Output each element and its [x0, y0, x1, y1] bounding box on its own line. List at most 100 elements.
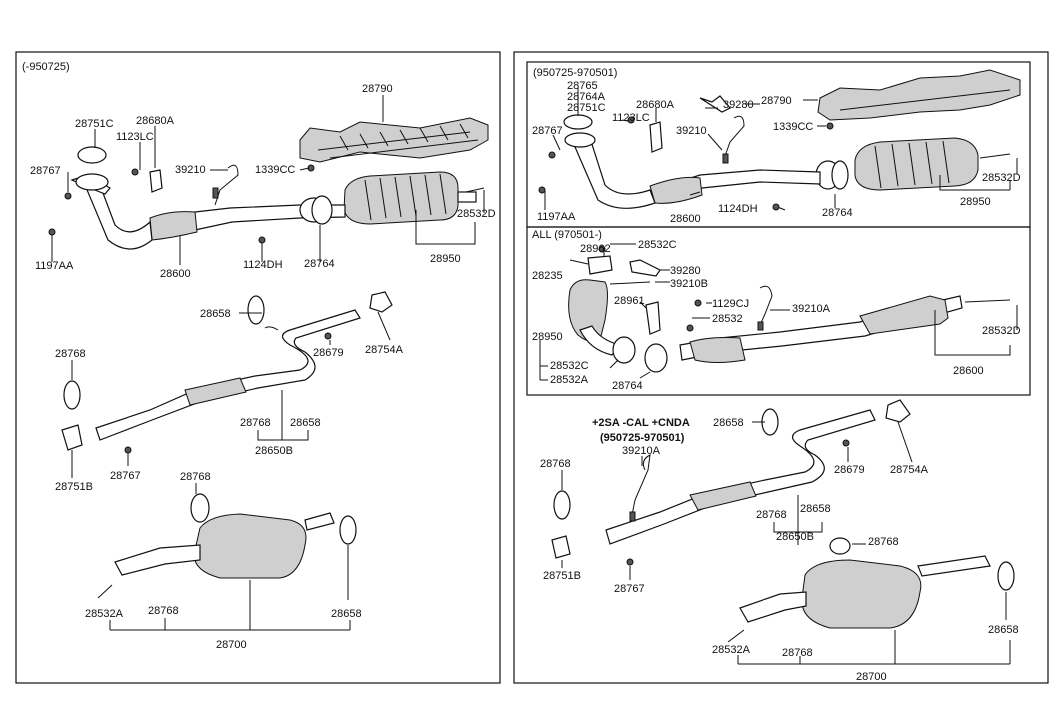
muffler-2 [739, 555, 991, 629]
part-label: 28532D [982, 172, 1021, 184]
part-label: 28790 [761, 95, 792, 107]
part-label: 1123LC [116, 131, 154, 143]
upper-assembly [563, 69, 1021, 209]
part-label: 28751B [55, 481, 93, 493]
part-label: 28768 [782, 647, 813, 659]
lower-sub-box [526, 226, 1031, 396]
part-label: 28962 [580, 243, 611, 255]
bolt-icon [64, 192, 72, 200]
part-label: 39210A [792, 303, 831, 315]
bolt-icon [548, 151, 556, 159]
part-label: 28532 [712, 313, 743, 325]
part-label: 28768 [148, 605, 179, 617]
variant-note: +2SA -CAL +CNDA [592, 417, 690, 429]
part-label: 39210B [670, 278, 708, 290]
part-label: 28767 [614, 583, 645, 595]
part-label: 28764 [822, 207, 853, 219]
part-label: 28658 [290, 417, 321, 429]
part-label: 28700 [856, 671, 887, 683]
oxygen-sensor-wire [214, 164, 239, 206]
part-label: 28650B [255, 445, 293, 457]
center-pipe-2 [605, 409, 876, 545]
part-label: 1197AA [537, 211, 576, 223]
part-label: 28767 [110, 470, 141, 482]
part-label: 39210 [175, 164, 206, 176]
part-label: 28751C [75, 118, 114, 130]
part-label: 1124DH [243, 259, 283, 271]
part-label: 28650B [776, 531, 814, 543]
part-label: 28768 [240, 417, 271, 429]
part-label: 28767 [30, 165, 61, 177]
gasket-icon [369, 291, 393, 313]
part-label: 28767 [532, 125, 563, 137]
part-label: 28768 [540, 458, 571, 470]
nut-icon [826, 122, 834, 130]
hanger-icon [553, 490, 571, 520]
part-label: 28235 [532, 270, 563, 282]
bolt-icon [258, 236, 266, 244]
gasket-icon [77, 146, 107, 164]
front-pipe [70, 174, 346, 250]
part-label: 28764 [612, 380, 643, 392]
left-panel: (-950725) [15, 51, 501, 684]
lower-assembly [568, 255, 1011, 373]
part-label: 28658 [200, 308, 231, 320]
part-label: 28754A [365, 344, 404, 356]
nut-icon [324, 332, 332, 340]
part-label: 28764 [304, 258, 335, 270]
hanger-icon [247, 295, 265, 325]
right-panel: (950725-970501) ALL (970501-) [513, 51, 1049, 684]
part-label: 28658 [800, 503, 831, 515]
part-label: 28532D [982, 325, 1021, 337]
part-label: 28751C [567, 102, 606, 114]
hanger-icon [63, 380, 81, 410]
part-label: 28680A [636, 99, 675, 111]
part-label: 28658 [988, 624, 1019, 636]
part-label: 28679 [313, 347, 344, 359]
part-label: 28768 [55, 348, 86, 360]
part-label: 39280 [670, 265, 701, 277]
part-label: 1123LC [612, 112, 650, 124]
part-label: 28754A [890, 464, 929, 476]
heat-shield [299, 117, 489, 163]
bolt-icon [627, 116, 635, 124]
part-label: 28658 [713, 417, 744, 429]
bolt-icon [48, 228, 56, 236]
part-label: 28768 [180, 471, 211, 483]
part-label: 28700 [216, 639, 247, 651]
part-label: 28950 [430, 253, 461, 265]
part-label: 1339CC [255, 164, 295, 176]
part-label: 28658 [331, 608, 362, 620]
bolt-icon [694, 299, 702, 307]
part-label: 28600 [953, 365, 984, 377]
part-label: 39280 [723, 99, 754, 111]
variant-note-date: (950725-970501) [600, 432, 685, 444]
part-label: 39210A [622, 445, 661, 457]
part-label: 1339CC [773, 121, 813, 133]
lower-box-header: ALL (970501-) [532, 229, 602, 241]
nut-icon [626, 558, 634, 566]
part-label: 28532A [550, 374, 589, 386]
part-label: 28679 [834, 464, 865, 476]
part-label: 28768 [868, 536, 899, 548]
muffler [114, 512, 335, 579]
part-label: 1124DH [718, 203, 758, 215]
part-label: 28680A [136, 115, 175, 127]
oxygen-sensor-icon [212, 187, 219, 199]
part-label: 28532D [457, 208, 496, 220]
gasket-icon [61, 424, 83, 451]
part-label: 28950 [960, 196, 991, 208]
left-panel-frame [15, 51, 501, 684]
part-label: 28751B [543, 570, 581, 582]
bolt-icon [131, 168, 139, 176]
gasket-icon [551, 535, 571, 559]
hanger-icon [829, 537, 851, 555]
hanger-icon [997, 561, 1015, 591]
hanger-icon [339, 515, 357, 545]
gasket-icon [885, 399, 911, 423]
part-label: 28950 [532, 331, 563, 343]
bolt-icon [772, 203, 780, 211]
part-label: 28532C [550, 360, 589, 372]
part-label: 28600 [670, 213, 701, 225]
